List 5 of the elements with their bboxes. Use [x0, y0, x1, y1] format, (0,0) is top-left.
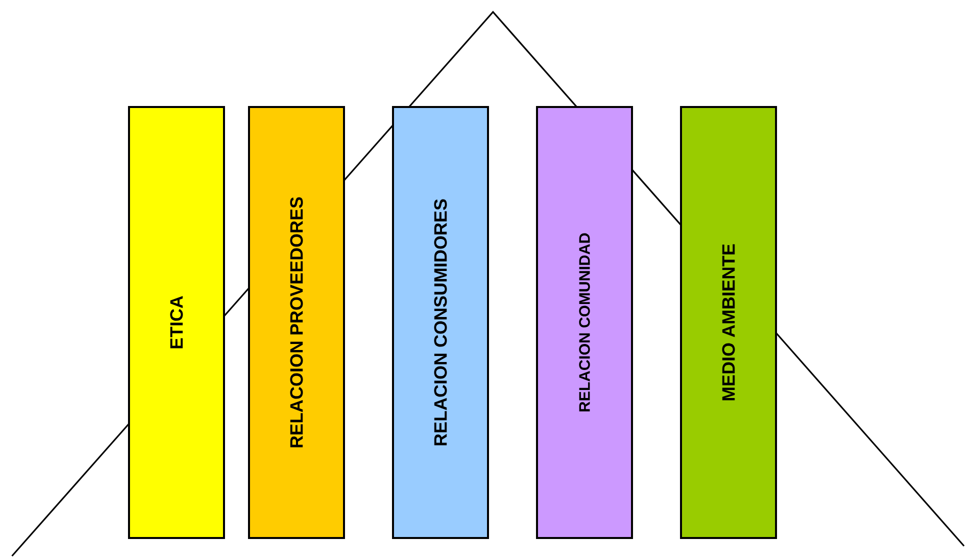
pillar-box: RELACOION PROVEEDORES: [248, 106, 345, 539]
pillar-box: MEDIO AMBIENTE: [680, 106, 777, 539]
pillar-box: RELACION COMUNIDAD: [536, 106, 633, 539]
pillar-box: ETICA: [128, 106, 225, 539]
pillar-box: RELACION CONSUMIDORES: [392, 106, 489, 539]
